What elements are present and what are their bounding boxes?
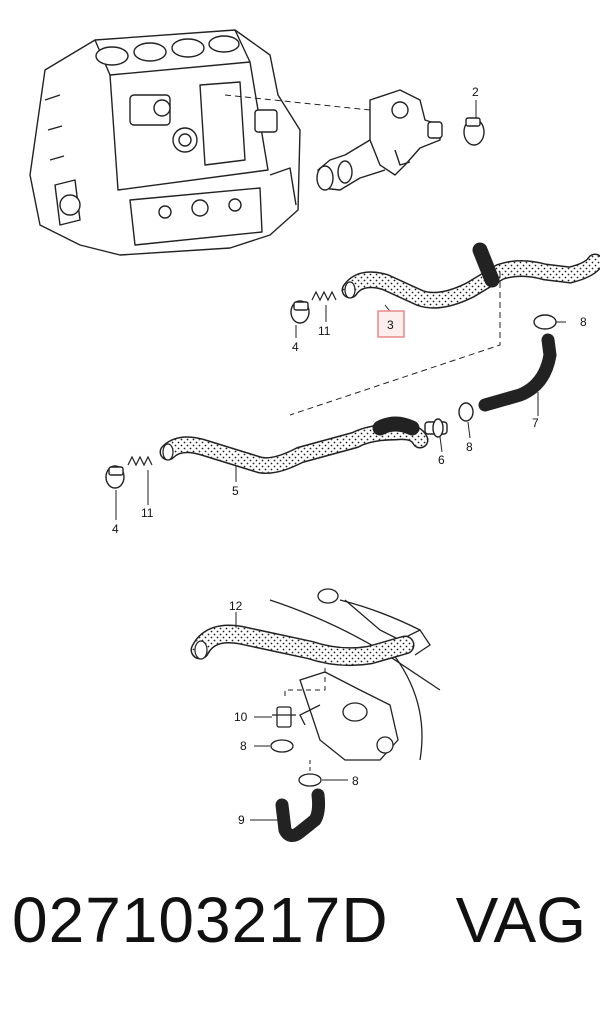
- callout-3: 3: [387, 318, 394, 332]
- callout-8-right: 8: [352, 774, 359, 788]
- engine-block-illustration: [29, 29, 301, 256]
- callout-5: 5: [232, 484, 239, 498]
- coolant-hose-9: [275, 788, 326, 842]
- callout-8-middle: 8: [466, 440, 473, 454]
- part-number-label: 027103217D: [12, 884, 389, 956]
- callout-11-upper: 11: [318, 324, 331, 338]
- callout-2: 2: [472, 85, 479, 99]
- callout-leader-lines: [115, 304, 566, 821]
- water-pump-flange-illustration: [316, 89, 443, 191]
- callout-6: 6: [438, 453, 445, 467]
- callout-4-lower: 4: [112, 522, 119, 536]
- spring-clip-11-lower-illustration: [127, 455, 153, 467]
- brand-label: VAG: [455, 884, 586, 956]
- callout-8-top: 8: [580, 315, 587, 329]
- callout-10: 10: [234, 710, 248, 724]
- callout-4-upper: 4: [292, 340, 299, 354]
- callout-8-left: 8: [240, 739, 247, 753]
- lower-engine-section-illustration: [269, 588, 441, 761]
- connector-6-illustration: [424, 418, 448, 438]
- hose-clamp-4-upper-illustration: [290, 300, 310, 324]
- hose-clamp-4-lower-illustration: [105, 465, 125, 489]
- hose-clamp-8-left-illustration: [270, 739, 294, 753]
- highlight-box-part-3: [377, 310, 405, 338]
- hose-clamp-8-top-illustration: [533, 314, 557, 330]
- coolant-hose-12: [190, 624, 415, 667]
- exploded-parts-diagram: 2 3 4 11 8 7 6 8 5 4 11 12 10 8 8 9: [29, 29, 600, 842]
- coolant-hose-7: [478, 333, 557, 412]
- spring-clip-11-upper-illustration: [311, 290, 337, 302]
- hose-clamp-8-right-illustration: [298, 773, 322, 787]
- fitting-10-illustration: [272, 706, 296, 728]
- callout-7: 7: [532, 416, 539, 430]
- hose-clamp-2-illustration: [463, 117, 485, 146]
- coolant-hose-5: [159, 416, 429, 474]
- hose-clamp-8-middle-illustration: [458, 402, 474, 422]
- callout-11-lower: 11: [141, 506, 154, 520]
- callout-12: 12: [229, 599, 243, 613]
- coolant-hose-3: [341, 242, 600, 309]
- callout-9: 9: [238, 813, 245, 827]
